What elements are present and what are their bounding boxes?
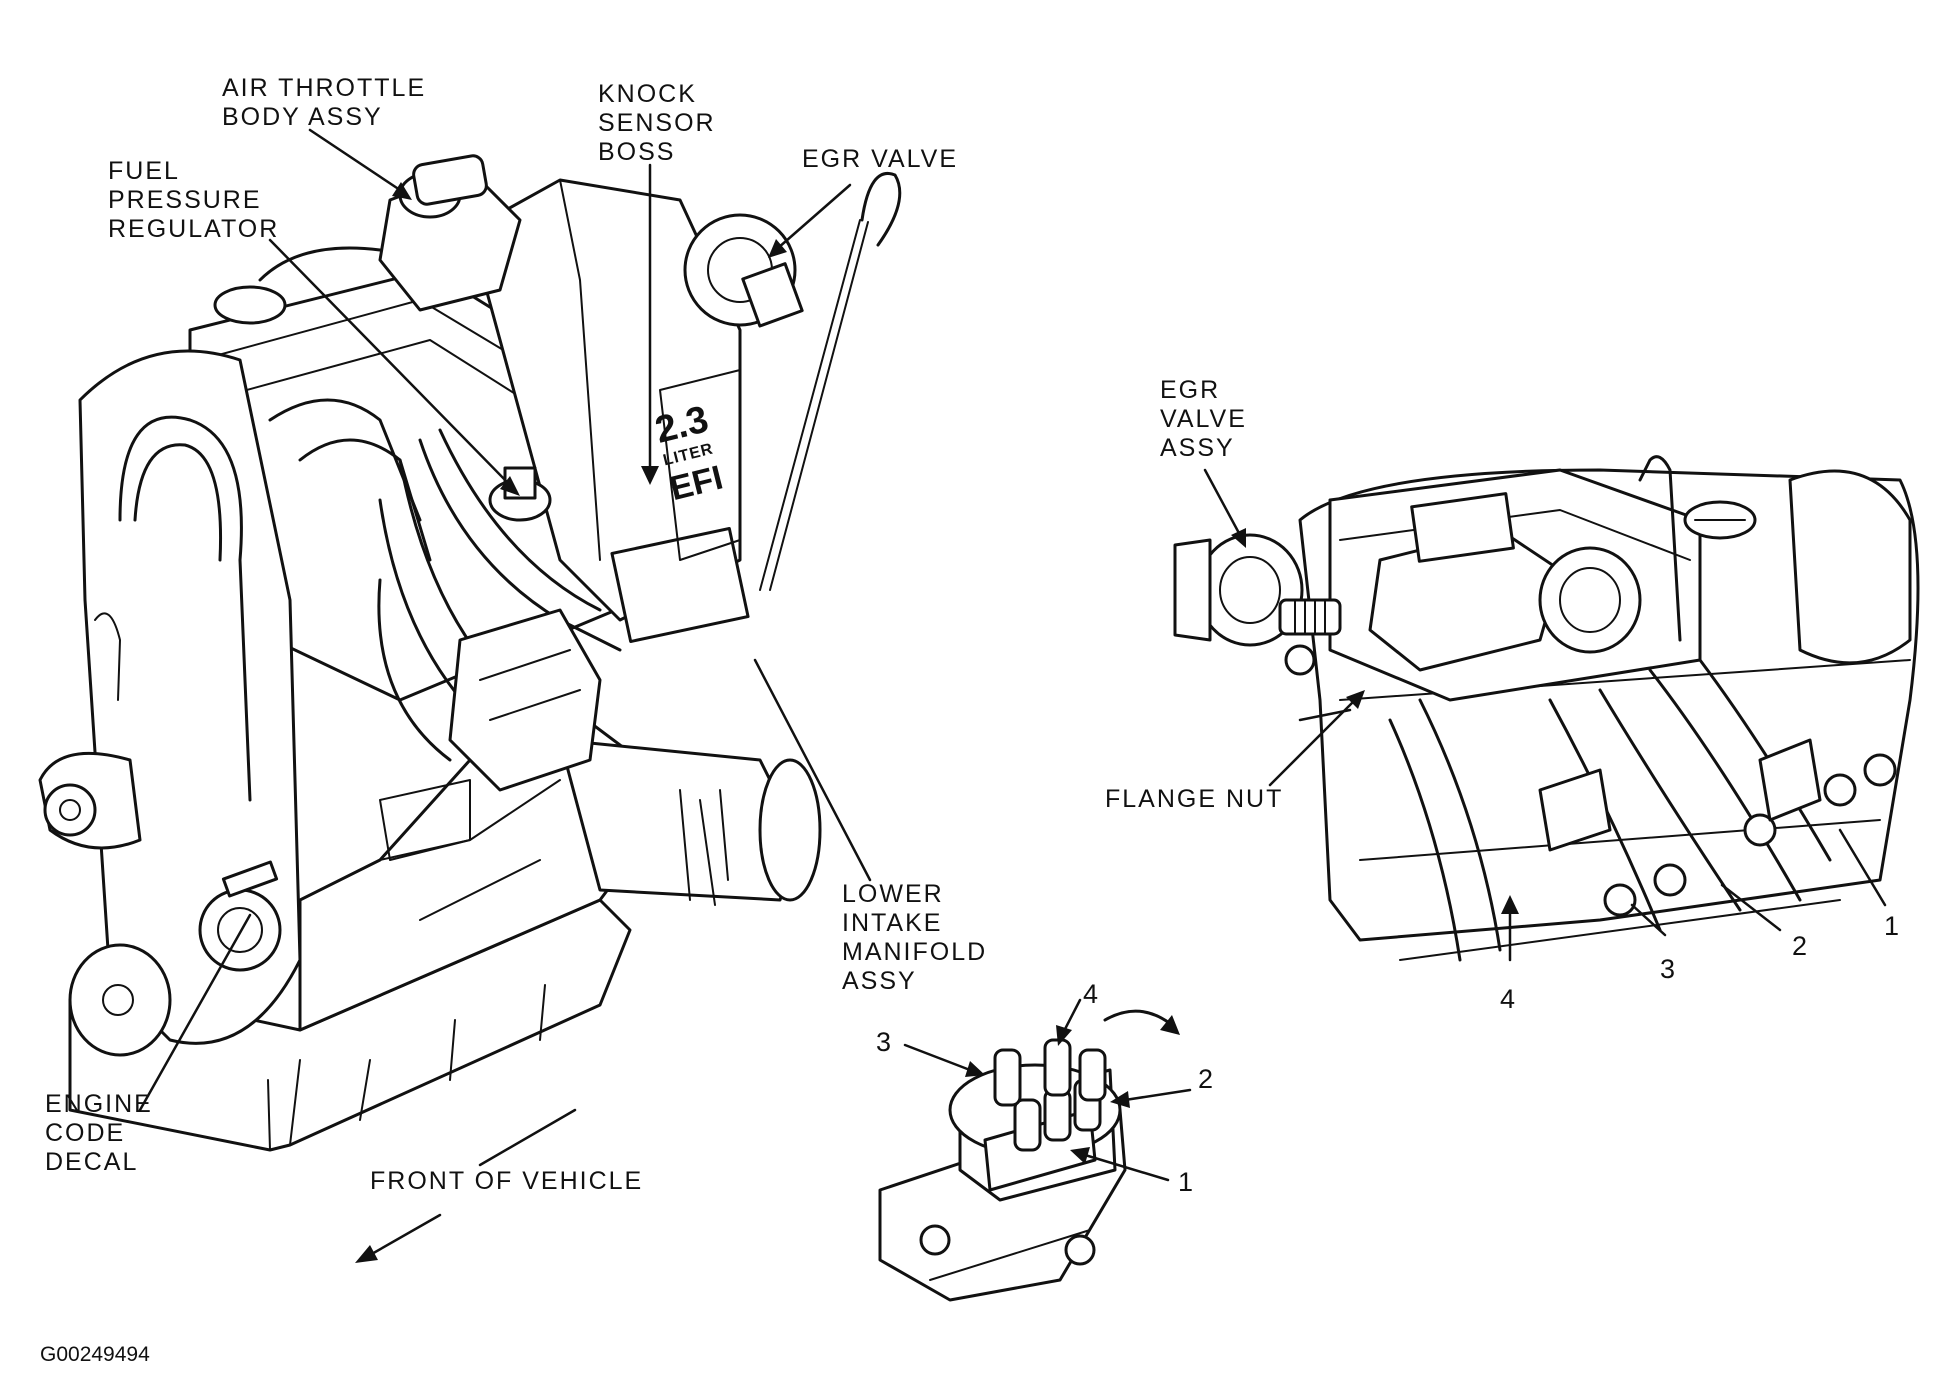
manifold-callout-2: 2 bbox=[1792, 931, 1808, 961]
distributor-callout-3: 3 bbox=[876, 1027, 892, 1057]
label-front-of-vehicle: FRONT OF VEHICLE bbox=[370, 1167, 644, 1195]
label-air-throttle-body: AIR THROTTLE BODY ASSY bbox=[222, 74, 427, 131]
label-fuel-pressure-regulator: FUEL PRESSURE REGULATOR bbox=[108, 157, 280, 243]
label-lower-intake-manifold: LOWER INTAKE MANIFOLD ASSY bbox=[842, 880, 988, 995]
manifold-callout-4: 4 bbox=[1500, 984, 1516, 1014]
label-engine-code-decal: ENGINE CODE DECAL bbox=[45, 1090, 153, 1176]
distributor-callout-1: 1 bbox=[1178, 1167, 1194, 1197]
distributor-callout-4: 4 bbox=[1083, 979, 1099, 1009]
label-egr-valve: EGR VALVE bbox=[802, 145, 959, 173]
manifold-callout-3: 3 bbox=[1660, 954, 1676, 984]
label-egr-valve-assy: EGR VALVE ASSY bbox=[1160, 376, 1247, 462]
distributor-callout-2: 2 bbox=[1198, 1064, 1214, 1094]
right-manifold-illustration bbox=[1173, 455, 1920, 962]
figure-code: G00249494 bbox=[40, 1343, 150, 1366]
distributor-illustration bbox=[878, 1009, 1180, 1302]
leader-lines bbox=[138, 128, 1887, 1263]
manifold-callout-1: 1 bbox=[1884, 911, 1900, 941]
label-flange-nut: FLANGE NUT bbox=[1105, 785, 1284, 813]
left-engine-illustration bbox=[38, 154, 902, 1152]
label-knock-sensor-boss: KNOCK SENSOR BOSS bbox=[598, 80, 716, 166]
